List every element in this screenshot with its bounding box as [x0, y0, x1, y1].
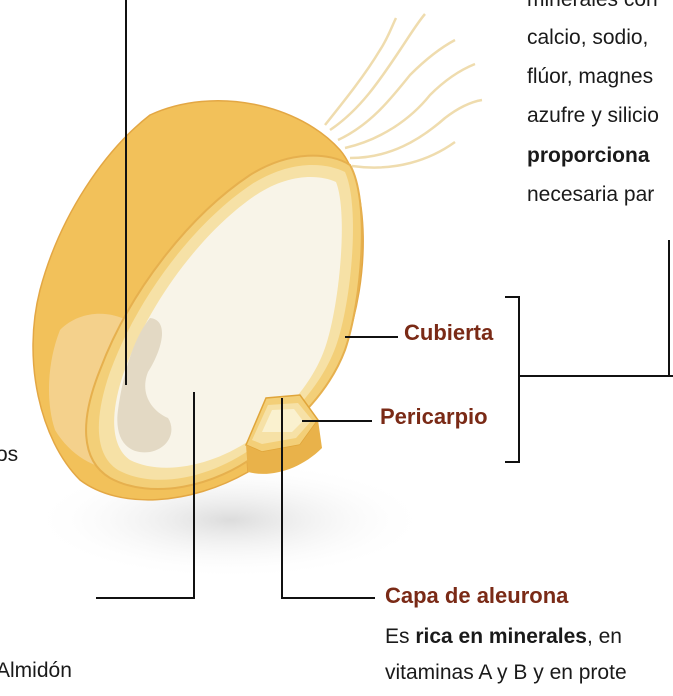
top-text-line-1: minerales con: [527, 0, 658, 15]
top-text-line-2: calcio, sodio,: [527, 23, 648, 53]
label-cubierta: Cubierta: [404, 320, 493, 346]
top-text-line-3: flúor, magnes: [527, 62, 653, 92]
bracket: [505, 297, 519, 462]
label-capa-aleurona: Capa de aleurona: [385, 583, 568, 609]
aleurona-text-bold: rica en minerales: [415, 625, 587, 648]
top-text-line-5: proporciona: [527, 141, 650, 171]
top-text-line-4: azufre y silicio: [527, 101, 659, 131]
left-fragment-os: os: [0, 440, 18, 470]
top-text-line-6: necesaria par: [527, 180, 654, 210]
aleurona-text-post: , en: [587, 625, 622, 648]
aleurona-text-line-1: Es rica en minerales, en: [385, 622, 622, 652]
aleurona-text-pre: Es: [385, 625, 415, 648]
left-fragment-almidon: Almidón: [0, 656, 72, 686]
aleurona-text-line-2: vitaminas A y B y en prote: [385, 658, 627, 688]
label-pericarpio: Pericarpio: [380, 404, 488, 430]
sprout-hairs: [325, 14, 482, 168]
